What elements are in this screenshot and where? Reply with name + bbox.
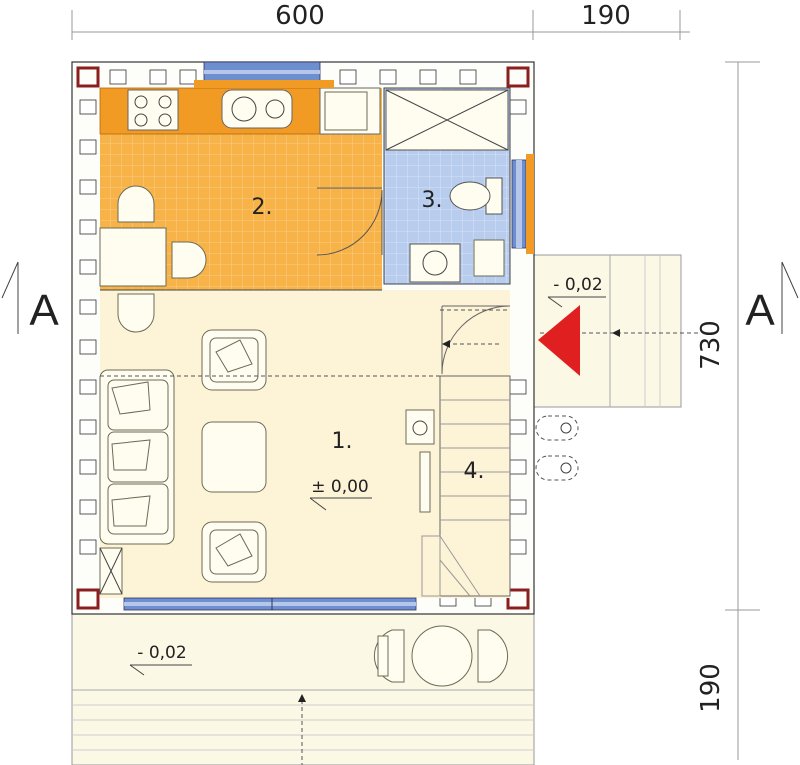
washing-machine bbox=[473, 239, 505, 277]
room-label-2: 2. bbox=[252, 195, 273, 220]
dim-right-upper: 730 bbox=[696, 320, 726, 370]
dining-table bbox=[99, 227, 167, 287]
bathroom-sink bbox=[409, 243, 461, 283]
kitchen-sink bbox=[221, 89, 293, 129]
toilet bbox=[449, 177, 503, 215]
dim-top-right: 190 bbox=[581, 1, 631, 31]
dim-right-lower: 190 bbox=[696, 663, 726, 713]
shower bbox=[385, 89, 509, 151]
kitchen-window-glass bbox=[204, 70, 320, 74]
wall-blocks bbox=[76, 66, 530, 610]
room-label-1: 1. bbox=[332, 429, 353, 454]
section-mark-right-bracket bbox=[781, 261, 799, 334]
coffee-table bbox=[201, 421, 267, 493]
room-label-3: 3. bbox=[422, 188, 443, 213]
entry-door-swing bbox=[441, 305, 511, 375]
dimension-lines bbox=[71, 10, 760, 760]
sofa bbox=[99, 369, 175, 545]
stove bbox=[127, 89, 179, 131]
level-terrace: - 0,02 bbox=[137, 643, 186, 663]
section-mark-left: A bbox=[29, 286, 59, 335]
dining-chair-3 bbox=[117, 293, 155, 333]
stove-unit bbox=[405, 409, 435, 513]
kitchen-window-sill bbox=[194, 80, 334, 88]
dining-chair-2 bbox=[171, 241, 207, 279]
level-main-floor: ± 0,00 bbox=[311, 477, 369, 497]
terrace bbox=[71, 611, 535, 765]
wall-logs-left bbox=[79, 99, 97, 555]
section-mark-right: A bbox=[745, 286, 775, 335]
dim-top-left: 600 bbox=[275, 1, 325, 31]
wall-logs-top bbox=[109, 69, 477, 85]
outdoor-fixtures bbox=[535, 415, 579, 481]
kitchen-door-swing bbox=[316, 189, 383, 256]
level-entrance: - 0,02 bbox=[553, 275, 602, 295]
dining-chair-1 bbox=[117, 185, 155, 223]
armchair-bottom bbox=[201, 521, 267, 583]
room-label-4: 4. bbox=[464, 459, 485, 484]
fridge-door bbox=[324, 91, 368, 131]
section-mark-left-bracket bbox=[1, 261, 19, 334]
terrace-furniture bbox=[373, 625, 509, 687]
wall-logs-right bbox=[509, 99, 527, 555]
armchair-top bbox=[201, 329, 267, 391]
staircase bbox=[421, 375, 511, 597]
entrance-arrow-icon bbox=[538, 305, 580, 376]
